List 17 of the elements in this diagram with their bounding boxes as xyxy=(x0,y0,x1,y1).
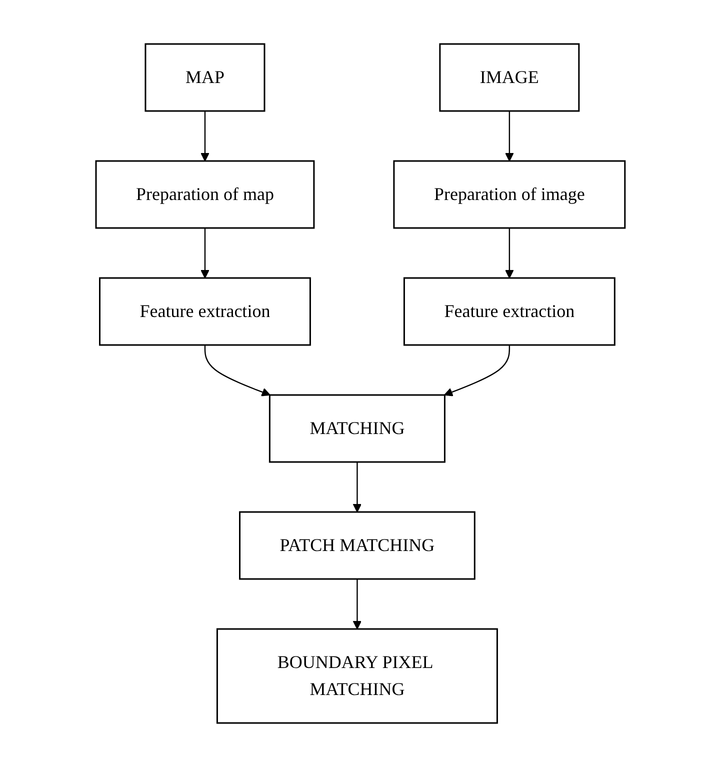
node-box: BOUNDARY PIXEL MATCHING xyxy=(216,628,498,724)
arrow xyxy=(504,110,514,161)
node-box: MAP xyxy=(144,42,265,112)
arrow xyxy=(352,578,362,629)
node-box: IMAGE xyxy=(438,42,580,112)
arrow xyxy=(504,228,514,278)
node-box: PATCH MATCHING xyxy=(238,510,475,580)
arrow xyxy=(352,462,362,512)
node-box: Preparation of image xyxy=(392,160,626,228)
node-box: Feature extraction xyxy=(403,276,615,346)
arrow xyxy=(444,344,510,396)
arrow xyxy=(200,228,209,278)
node-box: Feature extraction xyxy=(98,276,310,346)
arrow xyxy=(204,344,270,396)
node-box: Preparation of map xyxy=(94,160,314,228)
arrow xyxy=(200,110,209,161)
node-box: MATCHING xyxy=(268,394,445,462)
